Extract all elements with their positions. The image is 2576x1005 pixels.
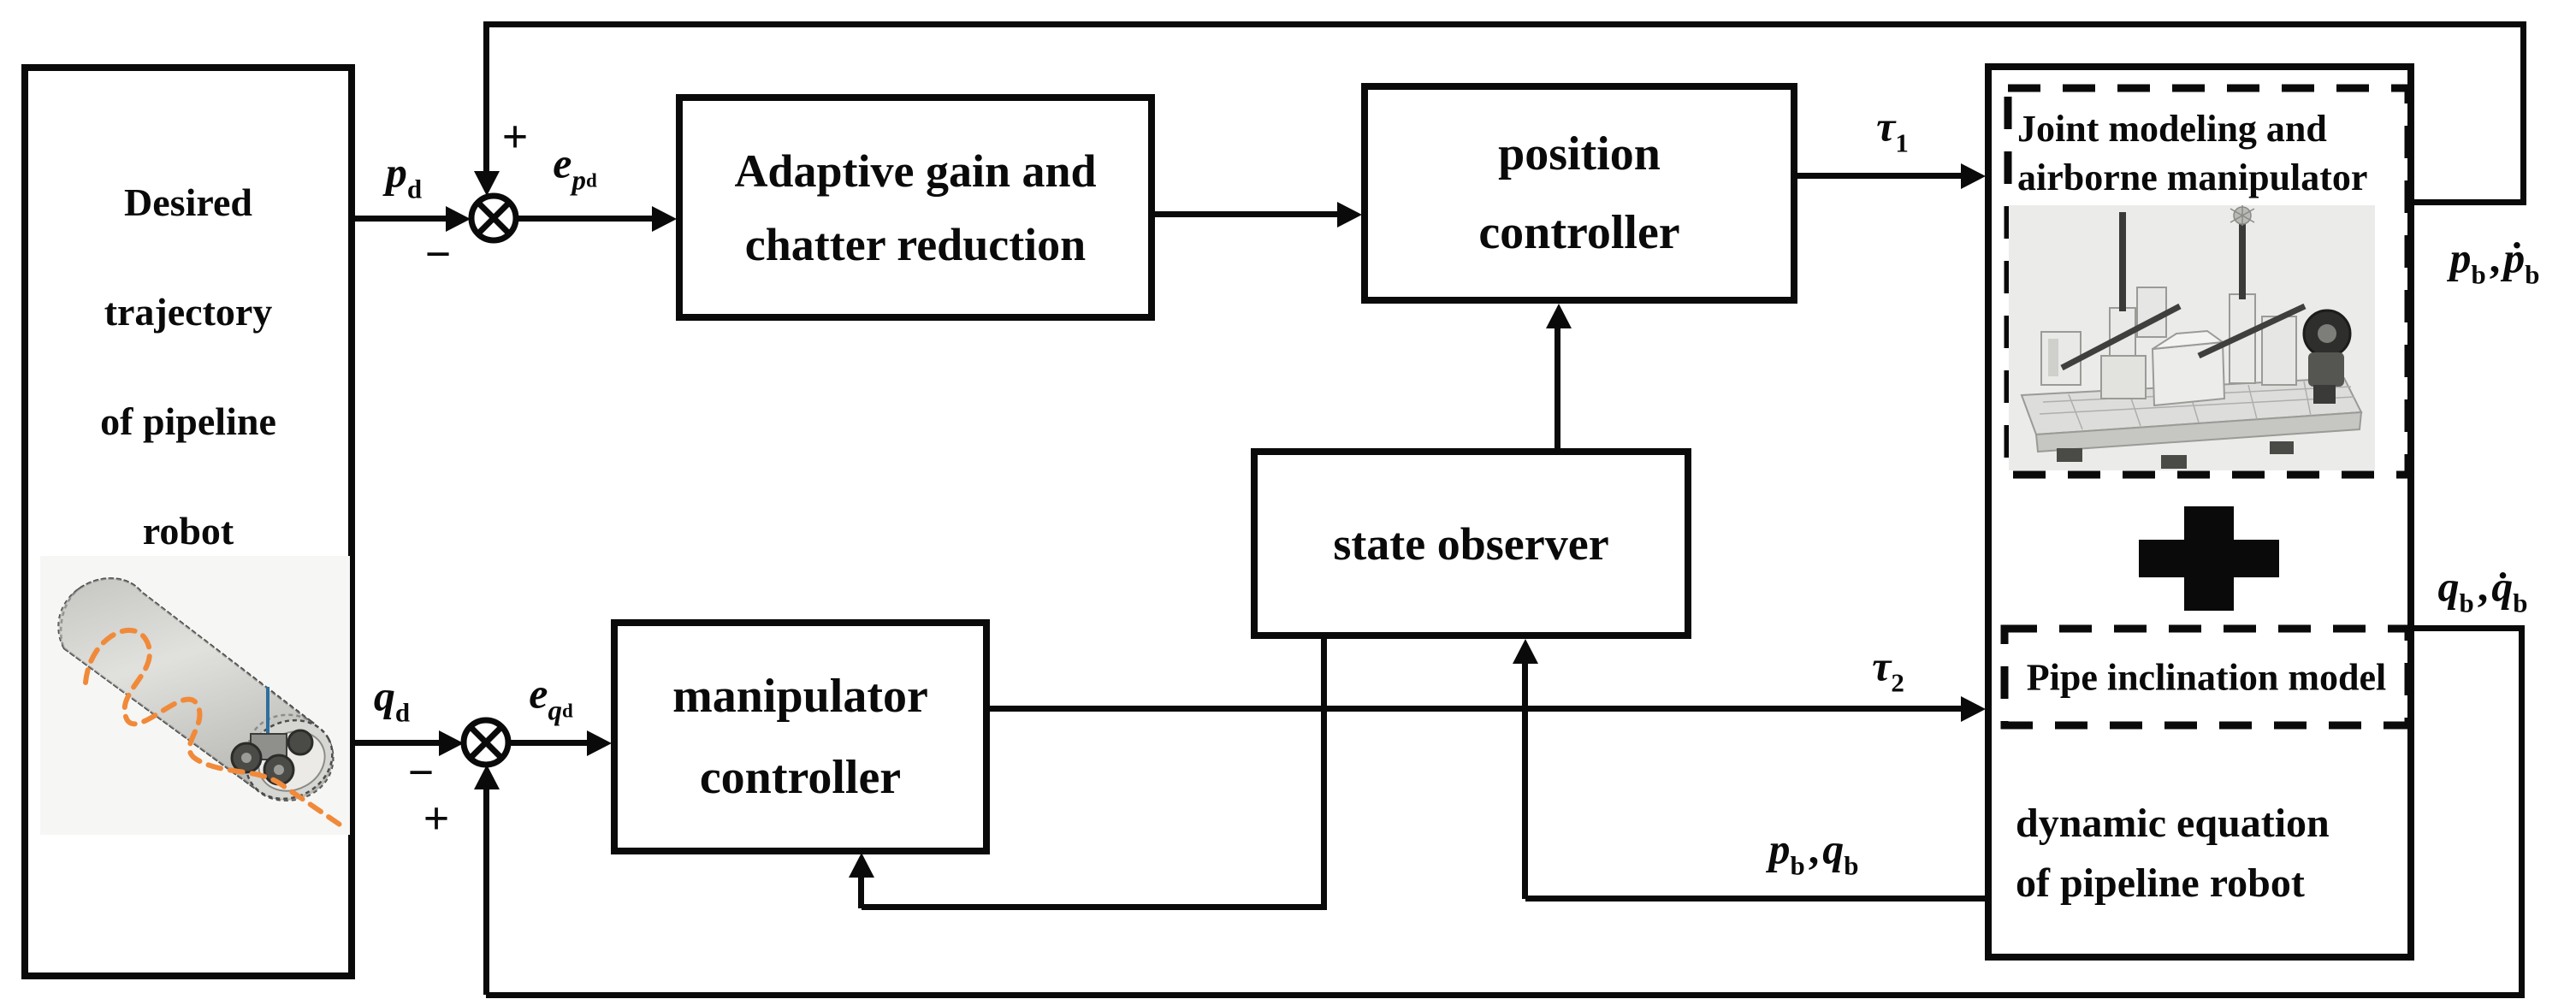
- arrow-position-bottom-icon: [1546, 304, 1572, 328]
- label-tau1: τ1: [1876, 102, 1909, 158]
- wire-adaptive-to-position: [1155, 211, 1339, 217]
- sum-junction-2-icon: [460, 717, 512, 768]
- wire-right-top-riser: [2520, 21, 2526, 205]
- observer-label: state observer: [1333, 517, 1609, 570]
- label-epd: epd: [553, 139, 597, 197]
- wire-pd-in: [355, 216, 449, 222]
- arrow-eqd-icon: [587, 730, 612, 756]
- adaptive-line-2: chatter reduction: [744, 218, 1087, 270]
- block-adaptive-gain: Adaptive gain and chatter reduction: [676, 94, 1155, 321]
- joint-modeling-line-2: airborne manipulator: [2017, 157, 2368, 198]
- block-desired-trajectory: Desired trajectory of pipeline robot: [21, 64, 355, 979]
- arrow-tau2-icon: [1961, 696, 1986, 722]
- wire-loop-to-manipulator: [862, 904, 1324, 910]
- wire-qd-in: [355, 740, 441, 746]
- dynamic-equation-text: dynamic equation of pipeline robot: [2016, 794, 2401, 913]
- label-pb-pbdot: pb,ṗb: [2449, 234, 2540, 290]
- wire-pb-tap: [2414, 199, 2524, 205]
- label-sum2-plus: +: [423, 793, 450, 844]
- dashed-box-pipe-inclination: Pipe inclination model: [2000, 624, 2413, 730]
- dynamic-equation-line-1: dynamic equation: [2016, 801, 2330, 846]
- block-position-controller: position controller: [1361, 83, 1797, 304]
- arrow-into-sum2-icon: [474, 765, 500, 789]
- wire-eqd: [508, 740, 589, 746]
- sum-junction-1-icon: [468, 192, 519, 244]
- arrow-observer-bottom-icon: [1513, 639, 1538, 664]
- plus-icon: [2139, 506, 2279, 611]
- manipulator-line-1: manipulator: [672, 669, 928, 723]
- arrow-position-in-icon: [1337, 202, 1362, 228]
- wire-bottom-feedback: [486, 992, 2522, 998]
- pipe-inclination-label: Pipe inclination model: [2026, 656, 2387, 698]
- label-tau2: τ2: [1872, 641, 1904, 698]
- wire-sum2-up: [483, 789, 489, 995]
- wire-pbqb-feedback: [1525, 896, 1985, 902]
- wire-feedback-drop: [483, 21, 489, 175]
- wire-right-bottom-drop: [2519, 625, 2525, 998]
- label-pb-qb: pb,qb: [1768, 825, 1859, 881]
- block-plant: Joint modeling and airborne manipulator: [1985, 63, 2414, 961]
- label-eqd: eqd: [529, 669, 573, 727]
- desired-line-3: of pipeline: [100, 399, 276, 443]
- wire-qb-tap: [2414, 625, 2522, 631]
- wire-observer-to-position: [1554, 326, 1560, 448]
- wire-tau2: [990, 706, 1964, 712]
- label-sum1-minus: −: [424, 228, 452, 280]
- adaptive-line-1: Adaptive gain and: [734, 145, 1097, 197]
- dashed-border-a-icon: [2004, 84, 2413, 479]
- arrow-epd-icon: [652, 206, 677, 232]
- desired-line-1: Desired: [124, 180, 252, 224]
- desired-line-4: robot: [142, 509, 234, 553]
- label-qb-qbdot: qb,q̇b: [2437, 562, 2528, 618]
- arrow-pd-icon: [446, 206, 471, 232]
- pipe-trajectory-photo: [40, 556, 350, 835]
- label-pd: pd: [385, 148, 423, 204]
- wire-epd: [514, 216, 653, 222]
- joint-modeling-line-1: Joint modeling and: [2017, 108, 2327, 150]
- arrow-manipulator-bottom-icon: [849, 853, 874, 878]
- robot-platform-photo: [2009, 205, 2375, 470]
- wire-top-feedback: [487, 21, 2526, 27]
- position-line-2: controller: [1478, 206, 1680, 259]
- wire-observer-down-left: [1321, 639, 1327, 910]
- wire-manipulator-up: [858, 874, 864, 908]
- arrow-qd-icon: [439, 730, 464, 756]
- label-sum1-plus: +: [501, 111, 529, 163]
- desired-trajectory-text: Desired trajectory of pipeline robot: [28, 148, 348, 586]
- arrow-into-sum1-icon: [474, 171, 500, 196]
- desired-line-2: trajectory: [104, 290, 273, 334]
- label-sum2-minus: −: [407, 747, 435, 798]
- arrow-tau1-icon: [1961, 163, 1986, 189]
- dashed-border-b-icon: [2000, 624, 2413, 730]
- wire-tau1: [1797, 173, 1963, 179]
- wire-observer-input: [1522, 661, 1528, 899]
- block-manipulator-controller: manipulator controller: [611, 619, 990, 854]
- dashed-box-joint-modeling: Joint modeling and airborne manipulator: [2004, 84, 2413, 479]
- dynamic-equation-line-2: of pipeline robot: [2016, 860, 2305, 906]
- block-state-observer: state observer: [1251, 448, 1691, 639]
- manipulator-line-2: controller: [699, 750, 902, 804]
- label-qd: qd: [373, 671, 411, 728]
- joint-modeling-text: Joint modeling and airborne manipulator: [2017, 104, 2367, 202]
- position-line-1: position: [1498, 127, 1661, 180]
